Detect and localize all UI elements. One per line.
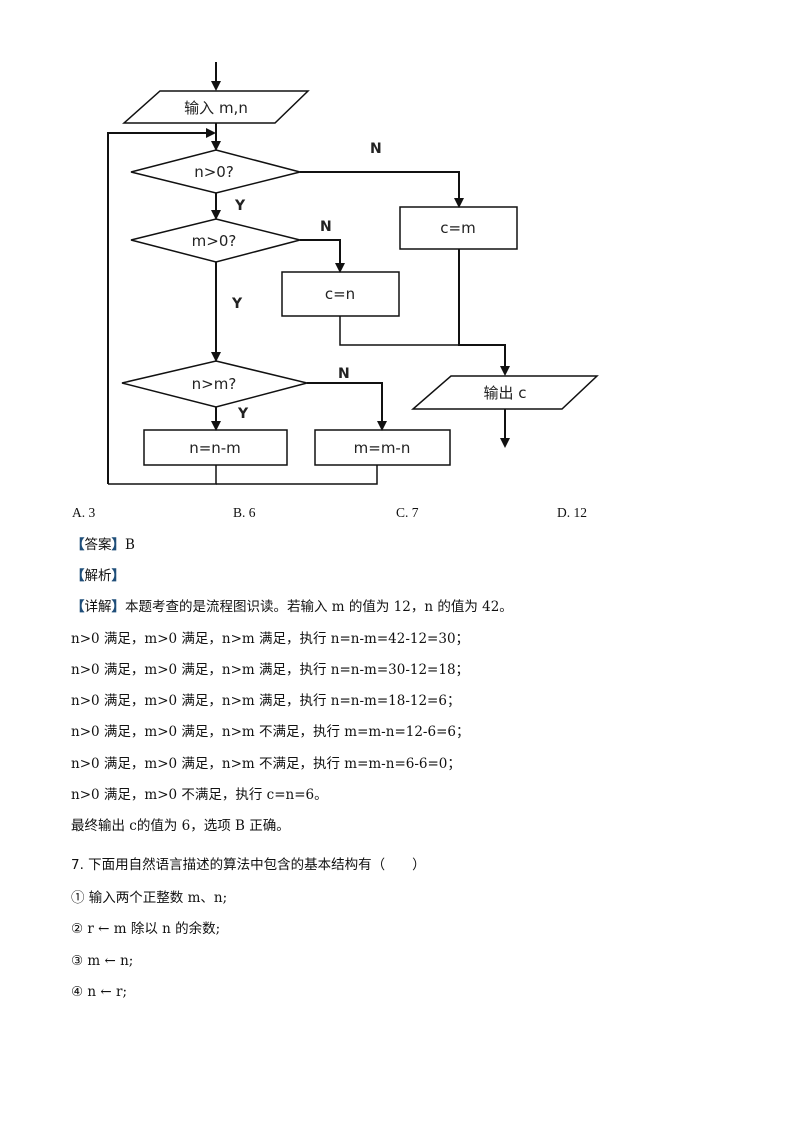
answer-line: 【答案】B [71,536,135,554]
step-line: n>0 满足，m>0 满足，n>m 满足，执行 n=n-m=42-12=30； [71,631,470,647]
bracket-open: 【 [71,599,85,615]
bracket-open: 【 [71,537,85,553]
q7-item: ② r ← m 除以 n 的余数; [71,920,220,938]
yes-label-1: Y [234,198,246,214]
q7-item: ③ m ← n; [71,952,133,970]
item-text: 输入两个正整数 m、n; [88,890,228,906]
box-cn-label: c=n [325,285,355,303]
connector [216,465,378,485]
no-label-1: N [370,141,382,157]
item-text: r ← m 除以 n 的余数; [87,921,221,937]
step-line: n>0 满足，m>0 满足，n>m 满足，执行 n=n-m=30-12=18； [71,662,470,678]
input-label: 输入 m,n [184,99,248,117]
option-c: C. 7 [396,505,419,520]
connector [339,316,459,346]
step-line: n>0 满足，m>0 满足，n>m 满足，执行 n=n-m=18-12=6； [71,693,461,709]
detail-intro-text: 本题考查的是流程图识读。若输入 m 的值为 12，n 的值为 42。 [125,599,513,615]
option-d: D. 12 [557,505,587,520]
cond3-label: n>m? [192,375,237,393]
bracket-close: 】 [111,537,126,553]
box-cm-label: c=m [440,219,475,237]
loop-return-line [107,128,216,484]
item-text: n ← r; [87,984,127,1000]
step-line: n>0 满足，m>0 满足，n>m 不满足，执行 m=m-n=12-6=6； [71,724,470,740]
analysis-tag: 解析 [84,568,112,584]
step-line: n>0 满足，m>0 满足，n>m 不满足，执行 m=m-n=6-6=0； [71,756,461,772]
connector [300,239,345,273]
input-shape [122,90,310,124]
conclusion: 最终输出 c的值为 6，选项 B 正确。 [71,818,290,834]
yes-label-3: Y [237,406,249,422]
step-line: n>0 满足，m>0 不满足，执行 c=n=6。 [71,787,328,803]
output-label: 输出 c [483,384,526,402]
yes-label-2: Y [231,296,243,312]
box-nnm-label: n=n-m [189,439,241,457]
option-a: A. 3 [72,505,96,520]
item-number: ③ [71,953,84,969]
item-number: ① [71,890,85,906]
q7-item: ④ n ← r; [71,983,127,1001]
flowchart: 输入 m,n n>0? m>0? n>m? c=m c=n n=n-m m=m-… [107,62,599,485]
no-label-3: N [338,366,350,382]
connector [108,465,217,485]
option-b: B. 6 [233,505,256,520]
analysis-heading: 【解析】 [71,567,125,585]
box-mmn-label: m=m-n [354,439,411,457]
detail-intro: 【详解】本题考查的是流程图识读。若输入 m 的值为 12，n 的值为 42。 [71,598,513,616]
bracket-close: 】 [111,568,126,584]
output-shape [410,375,599,410]
connector [300,171,464,208]
no-label-2: N [320,219,332,235]
bracket-open: 【 [71,568,85,584]
detail-tag: 详解 [84,599,112,615]
cond1-label: n>0? [194,163,234,181]
cond2-label: m>0? [192,232,237,250]
answer-value: B [125,537,135,553]
q7-item: ① 输入两个正整数 m、n; [71,889,227,907]
item-number: ② [71,921,84,937]
item-text: m ← n; [87,953,134,969]
bracket-close: 】 [111,599,126,615]
item-number: ④ [71,984,84,1000]
connector [307,382,387,431]
box-m-eq-m-minus-n [314,429,451,466]
answer-tag: 答案 [84,537,112,553]
connector [458,249,510,376]
question-7-title: 7. 下面用自然语言描述的算法中包含的基本结构有（ ） [71,857,426,873]
